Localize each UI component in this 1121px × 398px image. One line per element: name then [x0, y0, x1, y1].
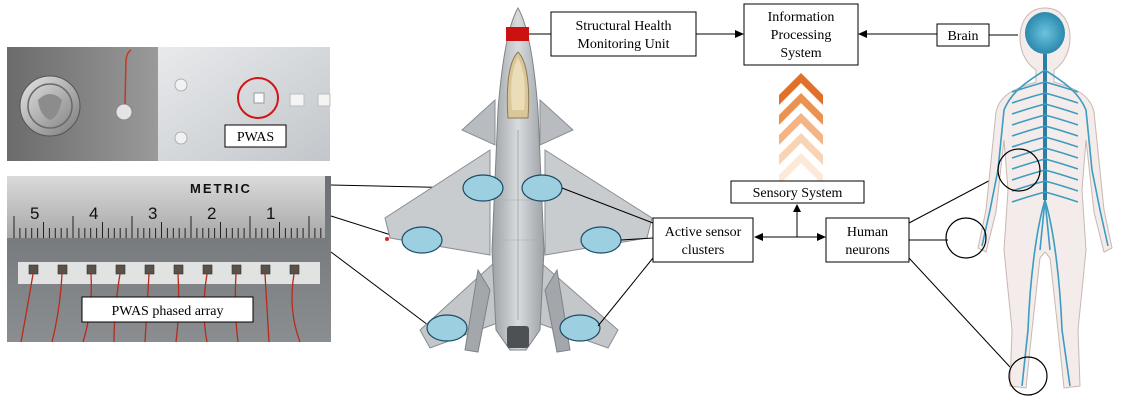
ruler-number-5: 5 — [30, 204, 39, 223]
sensor-cluster-right-wing — [581, 227, 621, 253]
sensor-cluster-left-wing — [402, 227, 442, 253]
shm-unit-line2: Monitoring Unit — [577, 37, 669, 52]
up-chevron-icon — [779, 73, 823, 185]
ruler-photo: METRIC 5 4 3 2 1 PWAS phased array — [7, 176, 331, 342]
sensor-cluster-left-upper — [463, 175, 503, 201]
ruler-number-2: 2 — [207, 204, 216, 223]
fighter-jet-icon — [385, 8, 652, 352]
shm-unit-line1: Structural Health — [575, 19, 671, 34]
ruler-number-1: 1 — [266, 204, 275, 223]
human-nervous-system-icon — [978, 8, 1112, 388]
connector-neurons-to-foot — [909, 258, 1010, 367]
info-line2: Processing — [771, 28, 832, 43]
ruler-number-4: 4 — [89, 204, 98, 223]
sensor-cluster-right-tail — [560, 315, 600, 341]
brain-label: Brain — [947, 29, 978, 44]
ruler-number-3: 3 — [148, 204, 157, 223]
info-line3: System — [780, 46, 821, 61]
phased-array-label: PWAS phased array — [112, 304, 224, 319]
shm-marker — [506, 27, 529, 41]
pwas-label: PWAS — [237, 130, 274, 145]
sensor-cluster-right-upper — [522, 175, 562, 201]
connector-photo-to-sensor-bottom — [331, 252, 432, 328]
pwas-panel-photo: PWAS — [158, 47, 330, 161]
human-neurons-line2: neurons — [845, 243, 889, 258]
info-line1: Information — [768, 10, 835, 25]
active-sensor-line2: clusters — [682, 243, 725, 258]
connector-box-to-sensor-tail — [598, 258, 653, 326]
sensory-system-label: Sensory System — [753, 186, 843, 201]
pwas-disc-photo — [7, 47, 158, 161]
active-sensor-line1: Active sensor — [665, 225, 742, 240]
ruler-metric-label: METRIC — [190, 181, 252, 196]
human-neurons-line1: Human — [847, 225, 888, 240]
sensor-cluster-left-tail — [427, 315, 467, 341]
